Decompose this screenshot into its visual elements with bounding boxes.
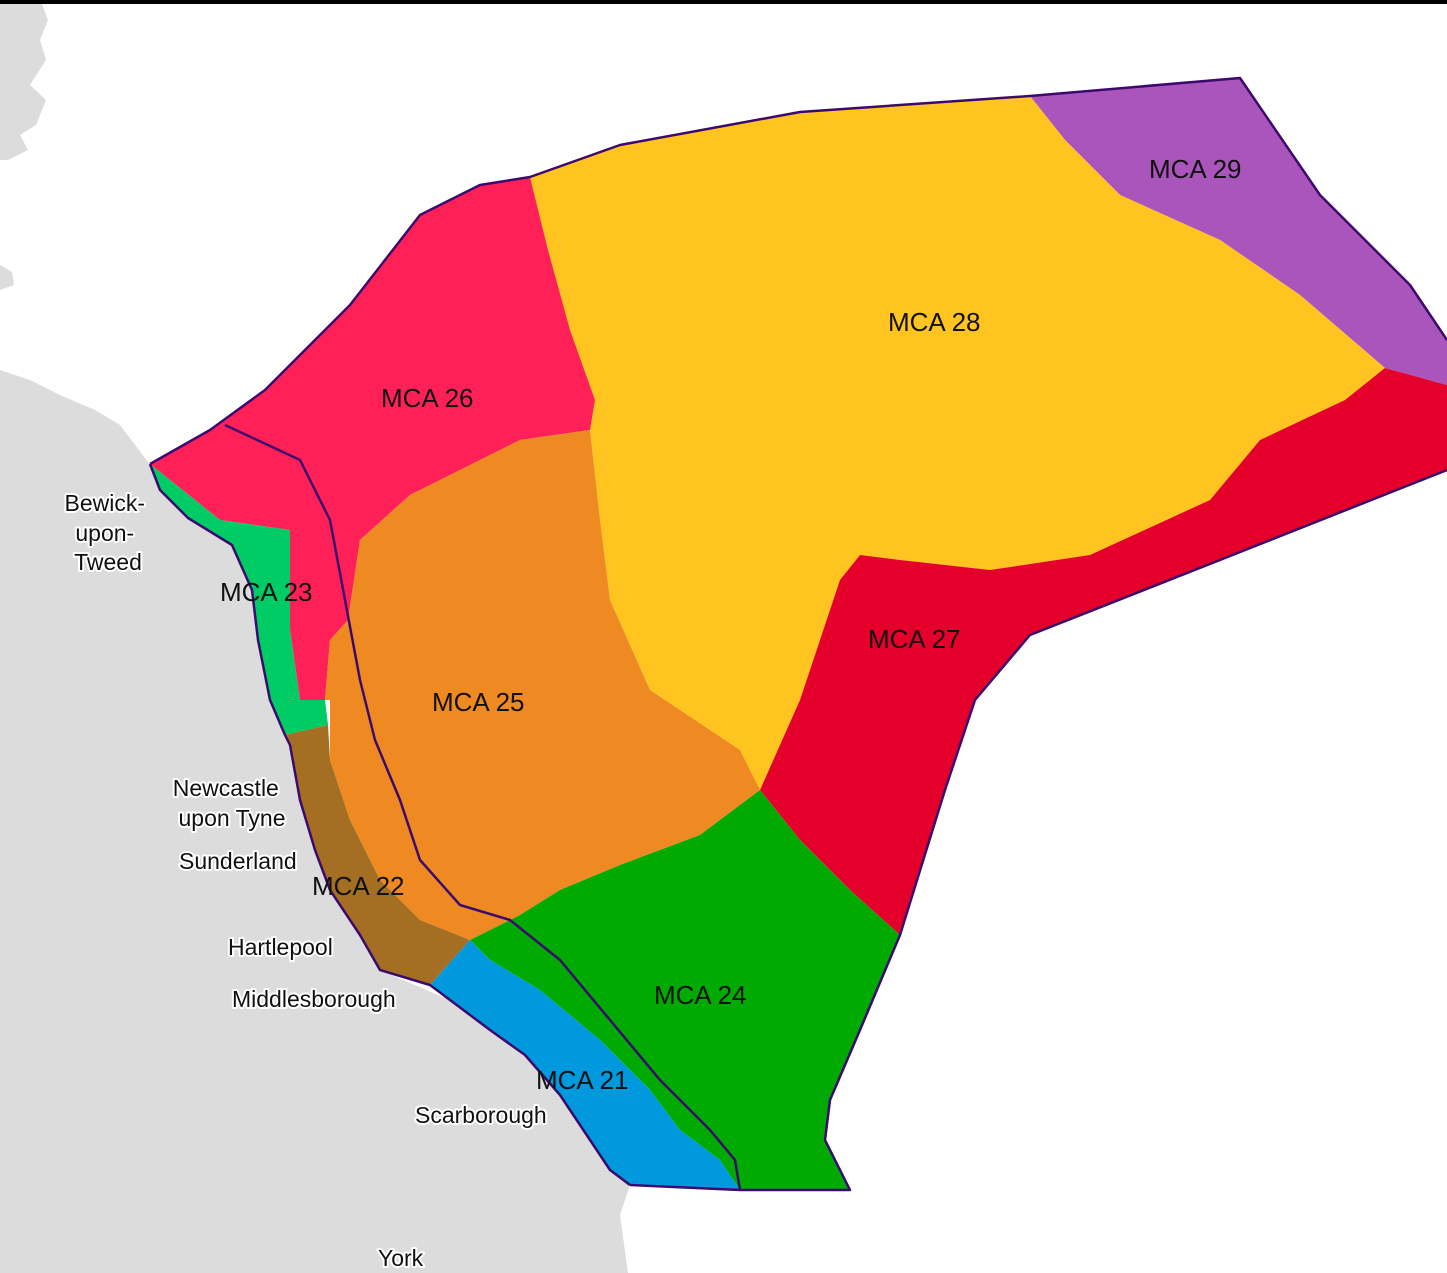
mca-24-label: MCA 24 (654, 980, 747, 1010)
mca-22-label: MCA 22 (312, 871, 405, 901)
town-label-berwick: Bewick- upon- Tweed (65, 490, 152, 575)
land-north (0, 4, 48, 160)
mca-21-label: MCA 21 (536, 1065, 629, 1095)
mca-26-area (150, 177, 595, 700)
town-label-hartlepool: Hartlepool (228, 934, 333, 960)
mca-27-area (760, 368, 1447, 935)
mca-21-area (430, 940, 740, 1190)
town-label-berwick-line-1: Bewick- (65, 490, 146, 516)
town-label-berwick-line-3: Tweed (74, 549, 142, 575)
mca-27-label: MCA 27 (868, 624, 961, 654)
mca-29-area (1030, 78, 1447, 385)
town-label-newcastle: Newcastle upon Tyne (173, 775, 286, 831)
town-label-york: York (378, 1245, 424, 1271)
town-label-newcastle-line-2: upon Tyne (178, 805, 285, 831)
mca-28-area (530, 96, 1385, 790)
town-label-newcastle-line-1: Newcastle (173, 775, 279, 801)
inner-boundary-line (224, 423, 742, 1191)
mca-25-area (325, 430, 760, 940)
mca-24-area (470, 790, 900, 1190)
mca-25-label: MCA 25 (432, 687, 525, 717)
map-frame-top (0, 0, 1447, 4)
town-label-berwick-line-2: upon- (75, 520, 134, 546)
mca-23-label: MCA 23 (220, 577, 313, 607)
mca-22-area (285, 725, 470, 985)
land-england (0, 370, 630, 1273)
outer-boundary-line (149, 76, 1447, 1192)
mca-26-label: MCA 26 (381, 383, 474, 413)
mca-28-label: MCA 28 (888, 307, 981, 337)
coastline (148, 463, 631, 1186)
town-label-scarborough: Scarborough (415, 1102, 547, 1128)
land-islet (0, 265, 14, 290)
mca-29-label: MCA 29 (1149, 154, 1242, 184)
town-label-middlesborough: Middlesborough (232, 986, 396, 1012)
town-label-sunderland: Sunderland (179, 848, 297, 874)
mca-23-area (150, 464, 328, 735)
